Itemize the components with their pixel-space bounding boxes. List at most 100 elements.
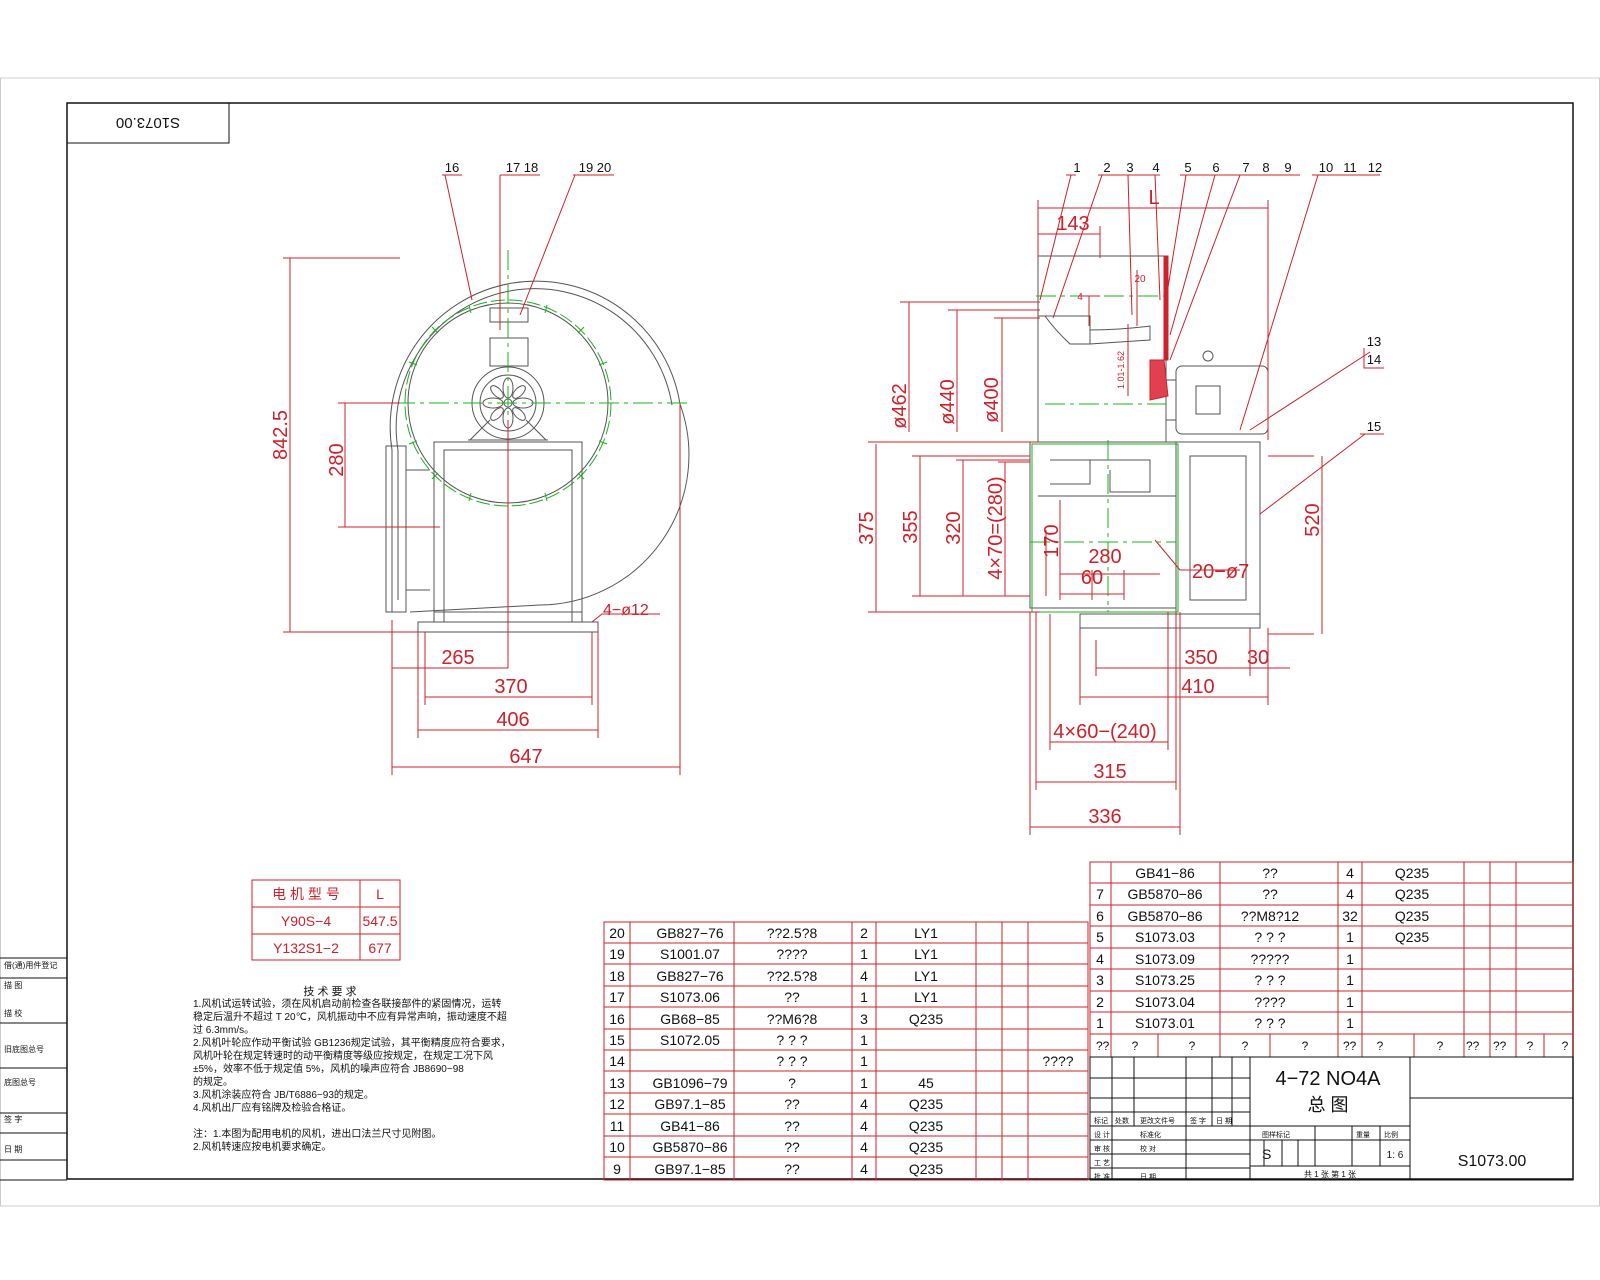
- tech-line: 3.风机涂装应符合 JB/T6886−93的规定。: [193, 1088, 374, 1101]
- cell: 1: [1346, 929, 1354, 945]
- cell: 14: [609, 1053, 625, 1069]
- dim-143: 143: [1056, 213, 1089, 235]
- cell: ??: [784, 1118, 800, 1134]
- balloon-6: 6: [1212, 160, 1219, 175]
- cell: ?: [788, 1075, 796, 1091]
- cell: 4: [860, 1139, 868, 1155]
- cell: GB97.1−85: [654, 1161, 725, 1177]
- cell: ????: [776, 946, 807, 962]
- dim-375: 375: [856, 511, 878, 544]
- cell: ??: [784, 1139, 800, 1155]
- balloon-19-20: 19 20: [579, 160, 612, 175]
- tech-line: 2.风机转速应按电机要求确定。: [193, 1140, 331, 1153]
- dim-170: 170: [1041, 524, 1063, 557]
- dim-60: 60: [1081, 567, 1103, 589]
- cell: S1073.04: [1135, 994, 1195, 1010]
- motor-row1-L: 547.5: [362, 913, 397, 929]
- cell: ? ? ?: [1254, 1015, 1285, 1031]
- cell: 17: [609, 989, 625, 1005]
- balloon-2: 2: [1103, 160, 1110, 175]
- cell: ??2.5?8: [767, 968, 818, 984]
- small-label: 日 期: [1140, 1173, 1156, 1181]
- cell: LY1: [914, 925, 938, 941]
- cell: S1001.07: [660, 946, 720, 962]
- side-balloons: 1 2 3 4 5 6 7 8 9 10 11 12 13 14 15: [1073, 160, 1382, 434]
- cell: ? ? ?: [776, 1032, 807, 1048]
- dim-520: 520: [1302, 503, 1324, 536]
- bom-row: 14? ? ?1????: [609, 1053, 1074, 1069]
- tech-line: ±5%，效率不低于规定值 5%，风机的噪声应符合 JB8690−98: [193, 1062, 464, 1075]
- tech-line: 2.风机叶轮应作动平衡试验 GB1236规定试验，其平衡精度应符合要求，: [193, 1036, 511, 1049]
- cell: 4: [860, 1118, 868, 1134]
- cell: 5: [1096, 929, 1104, 945]
- dim-280-vert: 280: [326, 443, 348, 476]
- cell: 20: [609, 925, 625, 941]
- motor-side: [1175, 365, 1269, 435]
- impeller-blade: [1149, 255, 1169, 401]
- cell: 4: [860, 1096, 868, 1112]
- balloon-9: 9: [1284, 160, 1291, 175]
- dim-30: 30: [1247, 647, 1269, 669]
- cell: 2: [1096, 994, 1104, 1010]
- volute-casing: [389, 280, 690, 613]
- dim-315: 315: [1093, 761, 1126, 783]
- small-label: 比例: [1384, 1130, 1398, 1139]
- cell: ??: [1262, 886, 1278, 902]
- title-drawing-number: S1073.00: [1458, 1153, 1527, 1170]
- header-cell: ?: [1302, 1039, 1309, 1053]
- dim-gap: 1.01-1.62: [1116, 351, 1126, 389]
- dim-4-holes: 4−ø12: [603, 602, 649, 619]
- tech-requirements: 技 术 要 求 1.风机试运转试验，须在风机启动前检查各联接部件的紧固情况，运转…: [193, 985, 511, 1153]
- cell: ??M8?12: [1241, 908, 1300, 924]
- header-cell: ?: [1189, 1039, 1196, 1053]
- cell: GB41−86: [660, 1118, 720, 1134]
- tech-line: 的规定。: [193, 1075, 233, 1088]
- cell: ??: [1262, 865, 1278, 881]
- header-cell: ?: [1132, 1039, 1139, 1053]
- cell: 16: [609, 1011, 625, 1027]
- small-label: 审 核: [1094, 1144, 1110, 1153]
- cell: 1: [860, 989, 868, 1005]
- dim-336: 336: [1088, 806, 1121, 828]
- balloon-17-18: 17 18: [506, 160, 539, 175]
- cell: Q235: [1395, 886, 1429, 902]
- front-balloons: 16 17 18 19 20: [445, 160, 612, 175]
- dim-4-small: 4: [1077, 292, 1083, 303]
- cell: 2: [860, 925, 868, 941]
- cell: Q235: [909, 1139, 943, 1155]
- title-block-text: 4−72 NO4A 总 图 S 1: 6 共 1 张 第 1 张 S1073.0…: [1094, 1068, 1526, 1181]
- cell: 32: [1342, 908, 1358, 924]
- cell: 1: [860, 1075, 868, 1091]
- side-green-lines: [1030, 295, 1179, 613]
- cell: ??: [784, 1096, 800, 1112]
- cell: 6: [1096, 908, 1104, 924]
- cell: S1073.01: [1135, 1015, 1195, 1031]
- dim-4x60: 4×60−(240): [1053, 721, 1156, 743]
- cell: ? ? ?: [1254, 972, 1285, 988]
- dim-20-d7: 20−ø7: [1192, 561, 1249, 583]
- dim-842-5: 842.5: [270, 410, 292, 460]
- small-label: 校 对: [1140, 1144, 1156, 1153]
- cell: 18: [609, 968, 625, 984]
- balloon-10: 10: [1319, 160, 1333, 175]
- balloon-14: 14: [1367, 352, 1381, 367]
- mirrored-number-box: S1073.00: [66, 102, 230, 144]
- cell: 4: [1096, 951, 1104, 967]
- cell: S1073.03: [1135, 929, 1195, 945]
- cell: 12: [609, 1096, 625, 1112]
- cell: 1: [860, 1032, 868, 1048]
- cell: S1073.09: [1135, 951, 1195, 967]
- cell: GB41−86: [1135, 865, 1195, 881]
- header-cell: ?: [1242, 1039, 1249, 1053]
- dim-d400: ø400: [981, 377, 1003, 423]
- cell: 1: [860, 946, 868, 962]
- cell: ????: [1254, 994, 1285, 1010]
